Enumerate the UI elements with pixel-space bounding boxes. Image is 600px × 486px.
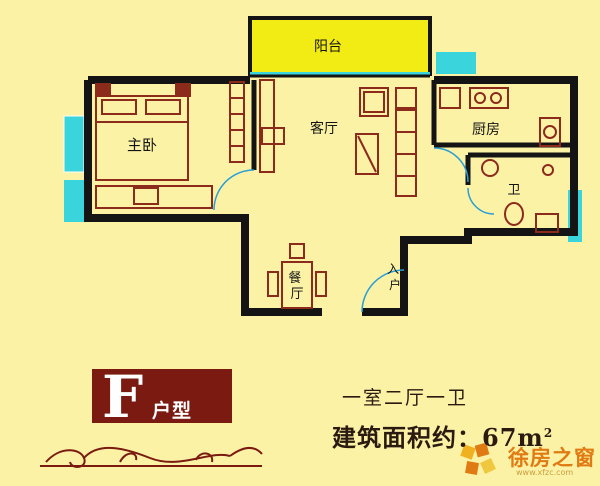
balcony-label: 阳台 (314, 39, 342, 55)
watermark: 徐房之窗 www.xfzc.com (456, 438, 596, 482)
door-arcs (213, 147, 495, 313)
unit-type-badge: F 户型 (92, 363, 232, 431)
sofa (395, 109, 417, 197)
bedroom-desk (95, 185, 213, 209)
master-bedroom-label: 主卧 (127, 136, 157, 154)
armchair (359, 87, 417, 117)
balcony-window-strip (250, 72, 430, 76)
watermark-url: www.xfzc.com (516, 468, 574, 477)
area-unit-sup: 2 (543, 426, 554, 440)
bedroom-window-left-lower (64, 180, 84, 222)
kitchen-label: 厨房 (472, 122, 500, 138)
coffee-table (355, 133, 379, 175)
building-area: 建筑面积约：67m2 (332, 418, 553, 453)
entrance-label: 入 户 (387, 262, 403, 292)
tv-cabinet (259, 79, 285, 173)
kitchen-appliance (439, 87, 461, 109)
area-label: 建筑面积约： (332, 423, 482, 452)
living-room-label: 客厅 (310, 120, 338, 137)
watermark-brand: 徐房之窗 (508, 446, 596, 470)
dining-room-label: 餐 厅 (288, 270, 305, 302)
unit-type-letter: F (102, 363, 144, 431)
master-bed (95, 83, 191, 181)
area-value: 67 (482, 423, 518, 452)
unit-type-label: 户型 (152, 400, 193, 422)
layout-type: 一室二厅一卫 (342, 387, 469, 409)
watermark-logo (460, 442, 496, 475)
area-unit: m (517, 423, 544, 452)
bedroom-window-left (63, 115, 85, 173)
kitchen-counter (469, 87, 561, 147)
bathroom-label: 卫 (507, 183, 520, 198)
bathroom-fixtures (481, 159, 559, 233)
ornamental-divider (40, 446, 263, 468)
bedroom-wardrobe (229, 81, 245, 163)
kitchen-window-top (436, 52, 476, 74)
dining-set (267, 243, 327, 309)
walls (84, 74, 578, 316)
